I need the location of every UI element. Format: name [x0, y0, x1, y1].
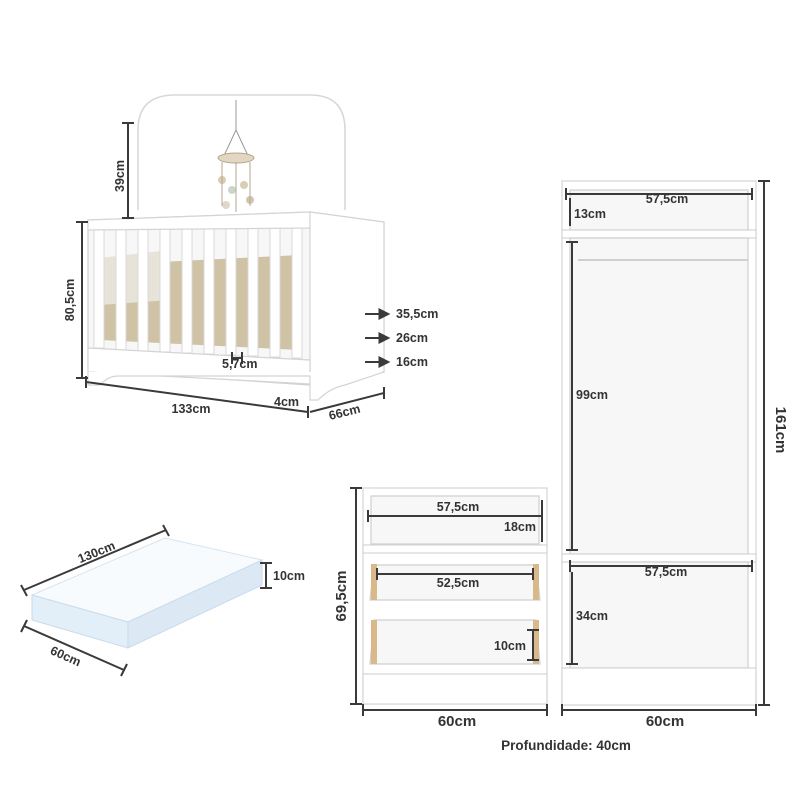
wardrobe-bottom-height-label: 34cm [576, 609, 608, 623]
dresser-dimension-lines [350, 487, 548, 716]
crib-illustration [87, 94, 385, 401]
crib-rail-26-label: 26cm [396, 331, 428, 345]
wardrobe-hanging-height-label: 99cm [576, 388, 608, 402]
mattress-thickness-label: 10cm [273, 569, 305, 583]
crib-dimension-lines [76, 122, 391, 418]
wardrobe-total-height-label: 161cm [772, 407, 789, 454]
wardrobe-width-label: 60cm [646, 713, 684, 730]
mattress-width-label: 60cm [48, 643, 83, 669]
crib-drawer-gap-label: 5,7cm [222, 357, 257, 371]
crib-foot-label: 4cm [274, 395, 299, 409]
wardrobe-inner-width-top-label: 57,5cm [646, 192, 688, 206]
dresser-width-label: 60cm [438, 713, 476, 730]
wardrobe-dimension-lines [561, 180, 770, 716]
crib-height-label: 80,5cm [63, 279, 77, 321]
mattress-illustration [30, 537, 264, 649]
mattress-dimension-lines [20, 524, 272, 677]
crib-rail-16-label: 16cm [396, 355, 428, 369]
wardrobe-top-height-label: 13cm [574, 207, 606, 221]
depth-note: Profundidade: 40cm [501, 738, 631, 753]
dresser-drawer-height-label: 10cm [494, 639, 526, 653]
crib-width-label: 133cm [172, 402, 211, 416]
baby-mobile-icon [217, 100, 255, 212]
crib-depth-label: 66cm [327, 402, 361, 423]
dresser-height-label: 69,5cm [333, 571, 350, 622]
dresser-drawer-width-label: 52,5cm [437, 576, 479, 590]
dresser-inner-width-label: 57,5cm [437, 500, 479, 514]
crib-canopy-height-label: 39cm [113, 160, 127, 192]
wardrobe-inner-width-bottom-label: 57,5cm [645, 565, 687, 579]
crib-rail-35-label: 35,5cm [396, 307, 438, 321]
wardrobe-illustration [561, 180, 757, 706]
dresser-shelf-height-label: 18cm [504, 520, 536, 534]
